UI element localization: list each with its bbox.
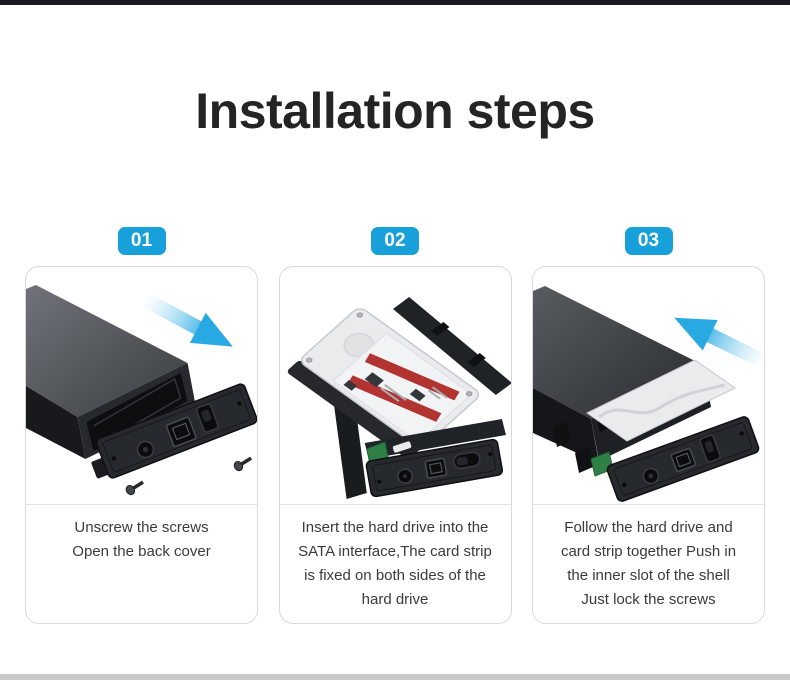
usb-b-port-icon <box>165 416 197 448</box>
bottom-edge-strip <box>0 674 790 680</box>
step3-illustration <box>533 286 764 502</box>
power-switch-icon <box>699 434 721 463</box>
dc-jack-icon <box>396 468 413 484</box>
step-card-3: 03 <box>532 227 765 624</box>
step-caption: Insert the hard drive into the SATA inte… <box>279 504 511 623</box>
step-card-2: 02 <box>278 227 512 624</box>
side-rail-graphic <box>392 297 511 395</box>
power-switch-icon <box>452 451 481 470</box>
step-number-badge: 01 <box>117 227 166 255</box>
hard-drive-graphic <box>586 359 736 442</box>
steps-row: 01 <box>25 227 765 624</box>
screw-icon <box>125 480 144 496</box>
step2-illustration <box>287 297 511 499</box>
hard-drive-graphic <box>287 308 479 459</box>
step-number-badge: 03 <box>624 227 673 255</box>
dc-jack-icon <box>642 467 660 485</box>
back-panel-graphic <box>606 416 760 502</box>
step-panel: Unscrew the screws Open the back cover <box>25 266 258 624</box>
step1-illustration <box>26 285 257 496</box>
back-cover-panel-graphic <box>91 383 257 479</box>
top-edge-strip <box>0 0 790 5</box>
back-panel-graphic <box>365 438 503 498</box>
step-number-badge: 02 <box>371 227 419 255</box>
power-switch-icon <box>195 403 219 433</box>
blue-arrow-icon <box>141 293 233 347</box>
drive-clip-graphic <box>392 441 411 453</box>
step-caption: Follow the hard drive and card strip tog… <box>533 504 764 623</box>
page-title: Installation steps <box>195 83 595 139</box>
step-card-1: 01 <box>25 227 258 624</box>
usb-b-port-icon <box>424 457 447 479</box>
step-caption: Unscrew the screws Open the back cover <box>26 504 257 623</box>
step-panel: Insert the hard drive into the SATA inte… <box>278 266 512 624</box>
blue-arrow-icon <box>674 317 764 369</box>
dc-jack-icon <box>136 440 155 459</box>
step-panel: Follow the hard drive and card strip tog… <box>532 266 765 624</box>
usb-b-port-icon <box>670 447 697 473</box>
screw-icon <box>233 456 253 472</box>
enclosure-graphic <box>26 285 196 459</box>
